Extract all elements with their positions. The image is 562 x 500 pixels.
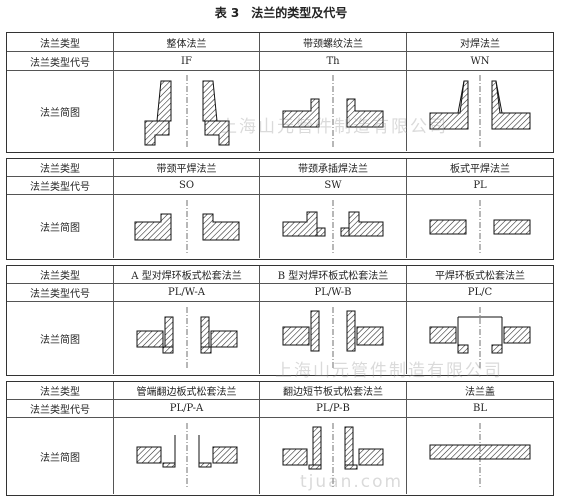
type-name: 带颈螺纹法兰 bbox=[260, 33, 407, 51]
flange-drawing bbox=[114, 71, 260, 151]
drawing-row: 法兰简图 bbox=[7, 71, 553, 151]
type-code: PL bbox=[473, 180, 487, 191]
type-row: 法兰类型 带颈平焊法兰 带颈承插焊法兰 板式平焊法兰 bbox=[7, 159, 553, 177]
type-name: 对焊法兰 bbox=[460, 38, 500, 50]
type-name: 带颈承插焊法兰 bbox=[260, 159, 407, 176]
type-label: 法兰类型 bbox=[7, 266, 114, 283]
flange-drawing bbox=[407, 302, 553, 374]
flange-section-svg bbox=[144, 75, 229, 147]
code-label: 法兰类型代号 bbox=[7, 52, 114, 70]
flange-table-group-3: 法兰类型 A 型对焊环板式松套法兰 B 型对焊环板式松套法兰 平焊环板式松套法兰… bbox=[6, 265, 554, 376]
type-label: 法兰类型 bbox=[7, 33, 114, 51]
type-code: PL/C bbox=[467, 287, 493, 298]
flange-section-svg bbox=[282, 423, 384, 489]
flange-drawing bbox=[407, 195, 553, 258]
flange-section-svg bbox=[136, 307, 237, 369]
type-name: B 型对焊环板式松套法兰 bbox=[260, 266, 407, 283]
flange-drawing bbox=[260, 418, 407, 494]
flange-drawing bbox=[114, 418, 260, 494]
flange-drawing bbox=[260, 71, 407, 151]
code-row: 法兰类型代号 PL/W-A PL/W-B PL/C bbox=[7, 284, 553, 302]
flange-section-svg bbox=[282, 75, 384, 147]
drawing-row: 法兰简图 bbox=[7, 195, 553, 258]
type-row: 法兰类型 管端翻边板式松套法兰 翻边短节板式松套法兰 法兰盖 bbox=[7, 382, 553, 400]
flange-table-group-2: 法兰类型 带颈平焊法兰 带颈承插焊法兰 板式平焊法兰 法兰类型代号 SO SW … bbox=[6, 158, 554, 260]
type-name: 带颈平焊法兰 bbox=[114, 159, 260, 176]
type-name: 翻边短节板式松套法兰 bbox=[260, 382, 407, 399]
type-label: 法兰类型 bbox=[7, 382, 114, 399]
type-name: 平焊环板式松套法兰 bbox=[435, 271, 525, 282]
drawing-label: 法兰简图 bbox=[7, 71, 114, 151]
flange-section-svg bbox=[134, 199, 239, 254]
drawing-row: 法兰简图 bbox=[7, 302, 553, 374]
flange-section-svg bbox=[136, 423, 237, 489]
type-name: 法兰盖 bbox=[465, 387, 495, 398]
code-row: 法兰类型代号 PL/P-A PL/P-B BL bbox=[7, 400, 553, 418]
flange-section-svg bbox=[282, 307, 384, 369]
flange-drawing bbox=[260, 195, 407, 258]
type-row: 法兰类型 A 型对焊环板式松套法兰 B 型对焊环板式松套法兰 平焊环板式松套法兰 bbox=[7, 266, 553, 284]
flange-section-svg bbox=[282, 199, 384, 254]
type-code: IF bbox=[114, 52, 260, 70]
type-code: BL bbox=[473, 403, 487, 414]
type-code: SW bbox=[260, 177, 407, 194]
type-name: 管端翻边板式松套法兰 bbox=[114, 382, 260, 399]
flange-drawing bbox=[407, 418, 553, 494]
flange-section-svg bbox=[429, 75, 531, 147]
type-code: WN bbox=[470, 55, 490, 67]
table-title: 表 3 法兰的类型及代号 bbox=[214, 6, 348, 20]
flange-drawing bbox=[114, 195, 260, 258]
flange-section-svg bbox=[429, 307, 531, 369]
type-name: A 型对焊环板式松套法兰 bbox=[114, 266, 260, 283]
type-label: 法兰类型 bbox=[7, 159, 114, 176]
type-code: Th bbox=[260, 52, 407, 70]
flange-drawing bbox=[260, 302, 407, 374]
drawing-row: 法兰简图 bbox=[7, 418, 553, 494]
code-label: 法兰类型代号 bbox=[7, 177, 114, 194]
type-code: PL/W-B bbox=[260, 284, 407, 301]
flange-table-group-1: 法兰类型 整体法兰 带颈螺纹法兰 对焊法兰 法兰类型代号 IF Th WN 法兰… bbox=[6, 32, 554, 153]
type-name: 板式平焊法兰 bbox=[450, 164, 510, 175]
drawing-label: 法兰简图 bbox=[7, 195, 114, 258]
drawing-label: 法兰简图 bbox=[7, 302, 114, 374]
type-code: PL/P-B bbox=[260, 400, 407, 417]
flange-section-svg bbox=[429, 423, 531, 489]
flange-section-svg bbox=[429, 199, 531, 254]
type-code: PL/W-A bbox=[114, 284, 260, 301]
code-row: 法兰类型代号 IF Th WN bbox=[7, 52, 553, 71]
type-code: PL/P-A bbox=[114, 400, 260, 417]
code-label: 法兰类型代号 bbox=[7, 400, 114, 417]
flange-drawing bbox=[114, 302, 260, 374]
drawing-label: 法兰简图 bbox=[7, 418, 114, 494]
flange-drawing bbox=[407, 71, 553, 151]
code-row: 法兰类型代号 SO SW PL bbox=[7, 177, 553, 195]
code-label: 法兰类型代号 bbox=[7, 284, 114, 301]
type-name: 整体法兰 bbox=[114, 33, 260, 51]
type-row: 法兰类型 整体法兰 带颈螺纹法兰 对焊法兰 bbox=[7, 33, 553, 52]
type-code: SO bbox=[114, 177, 260, 194]
flange-table-group-4: 法兰类型 管端翻边板式松套法兰 翻边短节板式松套法兰 法兰盖 法兰类型代号 PL… bbox=[6, 381, 554, 496]
